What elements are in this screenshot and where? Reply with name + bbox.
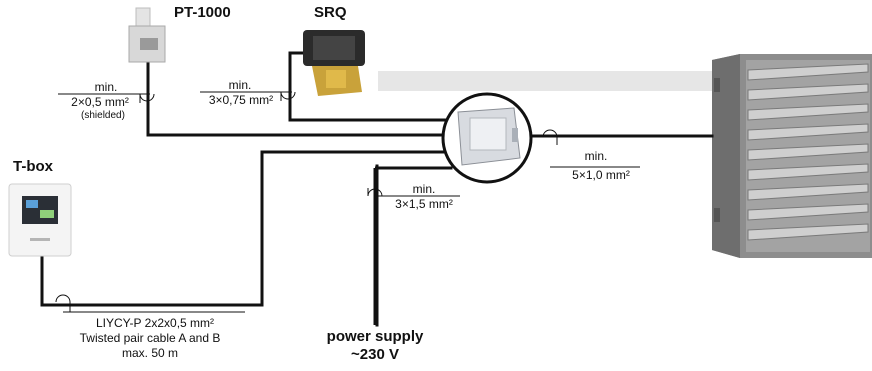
tbox-title: T-box xyxy=(13,158,53,175)
junction-box-icon xyxy=(441,92,533,184)
power-cable-min: min. xyxy=(412,182,436,196)
pt1000-cable-min: min. xyxy=(94,80,118,94)
controller-panel-icon xyxy=(8,183,72,257)
tbox-cable-length: max. 50 m xyxy=(121,346,178,360)
solenoid-valve-icon xyxy=(303,30,365,96)
duct-band xyxy=(378,71,723,91)
tbox-cable-spec: LIYCY-P 2x2x0,5 mm² xyxy=(95,316,215,330)
srq-title: SRQ xyxy=(314,4,347,21)
pt1000-cable-note: (shielded) xyxy=(81,110,125,121)
heater-cable-spec: 5×1,0 mm² xyxy=(572,168,630,182)
heater-cable-min: min. xyxy=(584,149,608,163)
temperature-sensor-icon xyxy=(128,7,166,63)
srq-cable-spec: 3×0,75 mm² xyxy=(208,93,274,107)
pt1000-cable-spec: 2×0,5 mm² xyxy=(71,95,129,109)
wire-srq xyxy=(288,51,448,122)
wire-tbox xyxy=(40,150,450,307)
srq-cable-min: min. xyxy=(228,78,252,92)
power-supply-voltage: ~230 V xyxy=(351,346,399,363)
pt1000-title: PT-1000 xyxy=(174,4,231,21)
tbox-cable-type: Twisted pair cable A and B xyxy=(79,331,221,345)
power-supply-label: power supply xyxy=(326,328,424,345)
air-heater-icon xyxy=(712,54,872,258)
wire-pt1000 xyxy=(146,58,448,137)
power-cable-spec: 3×1,5 mm² xyxy=(395,197,453,211)
